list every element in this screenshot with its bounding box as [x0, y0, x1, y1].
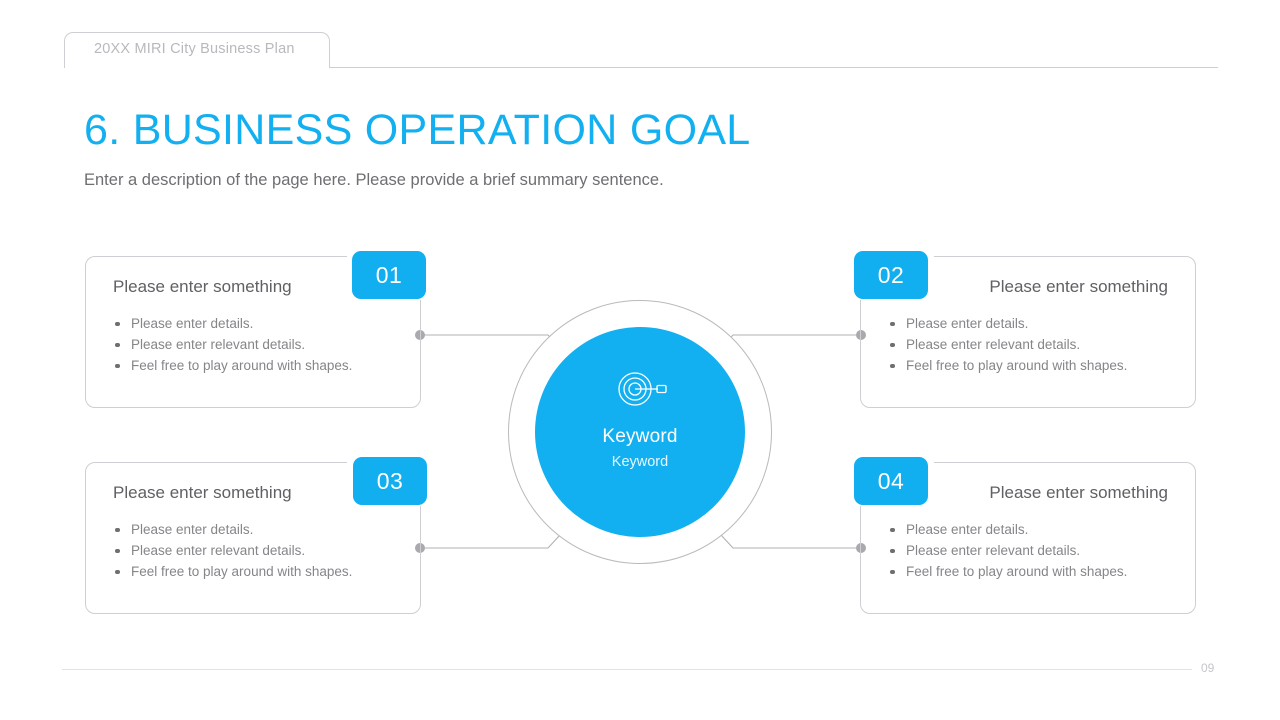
- page-subtitle: Enter a description of the page here. Pl…: [84, 171, 664, 189]
- card-01-bullet-1: Please enter details.: [113, 313, 352, 334]
- card-04-number-badge[interactable]: 04: [854, 457, 928, 505]
- card-04-bullet-2: Please enter relevant details.: [888, 540, 1127, 561]
- card-04-bullet-3: Feel free to play around with shapes.: [888, 561, 1127, 582]
- card-03-bullet-3: Feel free to play around with shapes.: [113, 561, 352, 582]
- card-03-title: Please enter something: [113, 483, 292, 502]
- card-02-bullet-3: Feel free to play around with shapes.: [888, 355, 1127, 376]
- center-keyword-circle: Keyword Keyword: [535, 327, 745, 537]
- card-03-bullet-list: Please enter details. Please enter relev…: [113, 519, 352, 582]
- card-01-bullet-2: Please enter relevant details.: [113, 334, 352, 355]
- header-tab-shape: [64, 32, 330, 68]
- card-01-bullet-3: Feel free to play around with shapes.: [113, 355, 352, 376]
- card-02-bullet-list: Please enter details. Please enter relev…: [888, 313, 1127, 376]
- card-02-bullet-1: Please enter details.: [888, 313, 1127, 334]
- header-tab: 20XX MIRI City Business Plan: [64, 32, 1218, 68]
- card-02-number-badge[interactable]: 02: [854, 251, 928, 299]
- center-keyword-secondary: Keyword: [611, 454, 669, 470]
- footer-divider: [62, 669, 1192, 670]
- card-01-bullet-list: Please enter details. Please enter relev…: [113, 313, 352, 376]
- footer-page-number: 09: [1201, 661, 1215, 675]
- card-02-title: Please enter something: [989, 277, 1168, 296]
- card-03-bullet-2: Please enter relevant details.: [113, 540, 352, 561]
- card-03[interactable]: Please enter something Please enter deta…: [85, 458, 429, 614]
- card-01-title: Please enter something: [113, 277, 292, 296]
- center-keyword-primary: Keyword: [602, 426, 678, 447]
- card-03-number-badge[interactable]: 03: [353, 457, 427, 505]
- card-04-bullet-list: Please enter details. Please enter relev…: [888, 519, 1127, 582]
- card-04-title: Please enter something: [989, 483, 1168, 502]
- card-03-bullet-1: Please enter details.: [113, 519, 352, 540]
- card-02-bullet-2: Please enter relevant details.: [888, 334, 1127, 355]
- card-04-bullet-1: Please enter details.: [888, 519, 1127, 540]
- card-01-number-badge[interactable]: 01: [352, 251, 426, 299]
- page-title: 6. BUSINESS OPERATION GOAL: [84, 106, 751, 154]
- header-divider: [330, 67, 1218, 68]
- target-arrow-icon: [613, 369, 667, 414]
- header-tab-label: 20XX MIRI City Business Plan: [94, 41, 295, 57]
